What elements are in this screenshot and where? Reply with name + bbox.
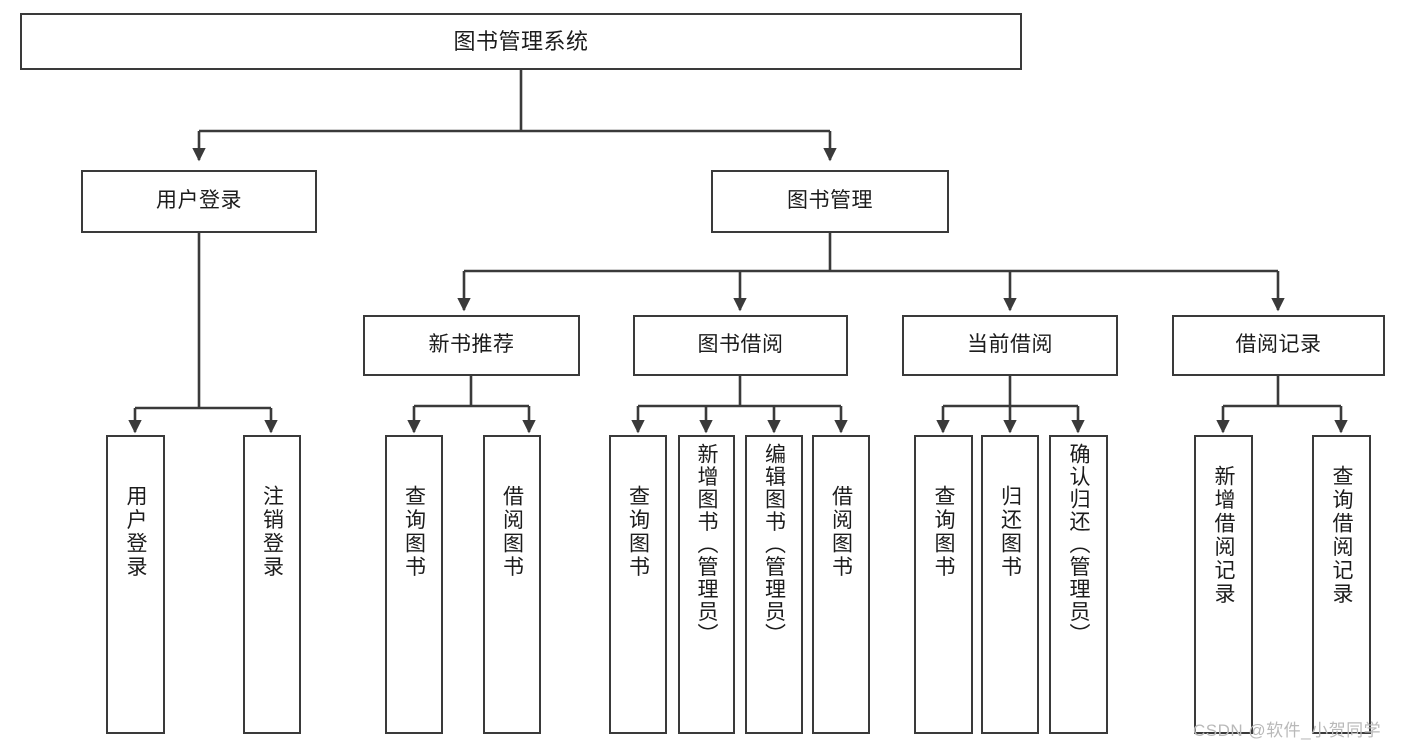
- node-current-borrow[interactable]: 当前借阅: [902, 315, 1118, 376]
- node-leaf-return-book[interactable]: 归还图书: [981, 435, 1039, 734]
- node-leaf-add-book-label: 新增图书（管理员）: [695, 443, 718, 646]
- node-leaf-query-record-label: 查询借阅记录: [1330, 465, 1353, 606]
- node-book-manage[interactable]: 图书管理: [711, 170, 949, 233]
- node-leaf-confirm-return[interactable]: 确认归还（管理员）: [1049, 435, 1108, 734]
- node-new-book-recommend-label: 新书推荐: [428, 333, 515, 357]
- node-new-book-recommend[interactable]: 新书推荐: [363, 315, 580, 376]
- csdn-watermark: CSDN @软件_小贺同学: [1193, 721, 1382, 740]
- node-user-login[interactable]: 用户登录: [81, 170, 317, 233]
- node-leaf-borrow-book-1[interactable]: 借阅图书: [483, 435, 541, 734]
- node-leaf-edit-book-label: 编辑图书（管理员）: [762, 443, 786, 646]
- node-leaf-query-record[interactable]: 查询借阅记录: [1312, 435, 1371, 734]
- node-leaf-return-book-label: 归还图书: [998, 485, 1022, 579]
- node-leaf-query-book-1-label: 查询图书: [402, 485, 426, 579]
- node-root[interactable]: 图书管理系统: [20, 13, 1022, 70]
- node-leaf-query-book-3[interactable]: 查询图书: [914, 435, 973, 734]
- node-leaf-query-book-1[interactable]: 查询图书: [385, 435, 443, 734]
- node-leaf-edit-book[interactable]: 编辑图书（管理员）: [745, 435, 803, 734]
- node-leaf-confirm-return-label: 确认归还（管理员）: [1067, 443, 1090, 646]
- node-leaf-add-record[interactable]: 新增借阅记录: [1194, 435, 1253, 734]
- node-leaf-logout-login[interactable]: 注销登录: [243, 435, 301, 734]
- node-leaf-borrow-book-2-label: 借阅图书: [829, 485, 853, 579]
- node-leaf-user-login-label: 用户登录: [124, 485, 147, 579]
- node-leaf-borrow-book-1-label: 借阅图书: [500, 485, 524, 579]
- node-book-borrow-label: 图书借阅: [697, 333, 784, 357]
- node-root-label: 图书管理系统: [453, 28, 589, 54]
- node-leaf-query-book-3-label: 查询图书: [932, 485, 955, 579]
- node-borrow-record-label: 借阅记录: [1235, 333, 1322, 357]
- node-leaf-add-record-label: 新增借阅记录: [1212, 465, 1235, 606]
- node-leaf-add-book[interactable]: 新增图书（管理员）: [678, 435, 735, 734]
- node-borrow-record[interactable]: 借阅记录: [1172, 315, 1385, 376]
- node-leaf-borrow-book-2[interactable]: 借阅图书: [812, 435, 870, 734]
- node-current-borrow-label: 当前借阅: [967, 333, 1053, 357]
- node-leaf-logout-login-label: 注销登录: [260, 485, 284, 579]
- node-book-manage-label: 图书管理: [787, 189, 873, 213]
- node-user-login-label: 用户登录: [156, 189, 242, 213]
- node-book-borrow[interactable]: 图书借阅: [633, 315, 848, 376]
- node-leaf-user-login[interactable]: 用户登录: [106, 435, 165, 734]
- node-leaf-query-book-2[interactable]: 查询图书: [609, 435, 667, 734]
- node-leaf-query-book-2-label: 查询图书: [626, 485, 650, 579]
